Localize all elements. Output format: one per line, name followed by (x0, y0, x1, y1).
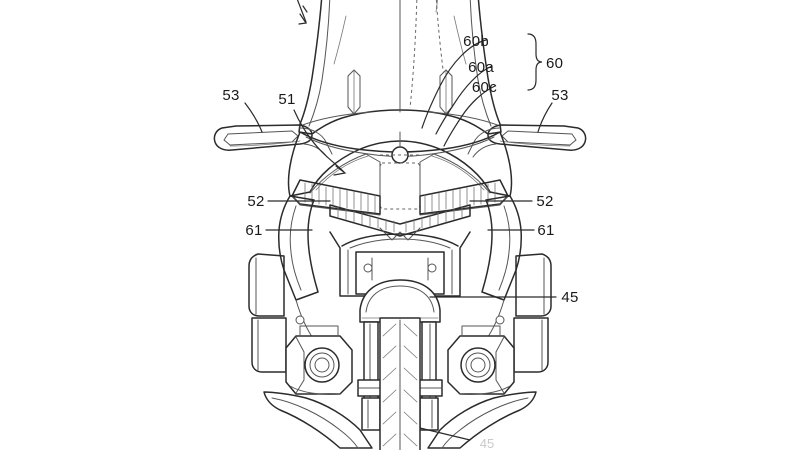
mirror-right-edge (499, 140, 571, 147)
lower-spoiler-left-crease (271, 397, 359, 449)
lower-spoiler-right-crease (441, 397, 529, 449)
cowl-left-chevron (309, 153, 381, 207)
fog-lamp-left-lens-inner (314, 357, 330, 373)
upper-crossbar-bracket (341, 233, 459, 247)
mirror-right-stem-2 (472, 143, 497, 158)
headlight-right-outline (419, 179, 509, 215)
label-60c: 60c (472, 79, 497, 96)
fog-lamp-right-mount-top (461, 325, 501, 337)
leader-53-left (244, 102, 263, 133)
center-duct-panel (355, 251, 445, 295)
leader-53-right (537, 102, 553, 133)
fog-lamp-right-skirt (459, 385, 511, 395)
label-52-right: 52 (536, 193, 553, 210)
fog-lamp-left (285, 315, 353, 395)
lower-light-bar-hatching (337, 206, 463, 233)
mirror-right-stem (467, 127, 501, 155)
side-cowl-right-inner (498, 205, 511, 291)
side-panel-right (515, 253, 552, 317)
side-cowl-left-inner (289, 205, 302, 291)
front-fender (359, 279, 441, 323)
leader-60a (435, 65, 493, 135)
fog-lamp-left-bezel-facet (295, 336, 305, 394)
headlight-right (419, 179, 509, 216)
cowl-right-subcontour (431, 155, 485, 191)
fork-left-axle-bracket (361, 397, 381, 431)
upper-cowl (287, 131, 513, 210)
fog-lamp-left-mount-top (299, 325, 339, 337)
side-panel-left-lower (251, 317, 287, 373)
windscreen-right-crease (469, 0, 492, 127)
duct-bolt-left (363, 263, 373, 273)
fork-left (357, 321, 385, 431)
leader-51-arrowhead (333, 165, 347, 176)
front-fender-crease (365, 285, 435, 313)
windscreen-base-right (427, 111, 501, 127)
leader-bottom-partial (419, 427, 471, 441)
windscreen-inner-left-contour (333, 15, 347, 65)
label-bottom-partial: 45 (480, 436, 494, 450)
windscreen-inner-right-contour (453, 15, 467, 65)
mirror-left-edge (229, 140, 301, 147)
windscreen-vent-slot-right (439, 69, 453, 115)
label-53-right: 53 (551, 87, 568, 104)
lower-spoiler-left (263, 391, 373, 449)
sensor-housing-dashed-box (379, 162, 421, 210)
headlight-left (291, 179, 381, 216)
fork-right-axle-bracket (419, 397, 439, 431)
lower-spoiler (263, 391, 537, 449)
fog-lamp-right-bolt (495, 315, 505, 325)
label-53-left: 53 (222, 87, 239, 104)
mirror-right (467, 124, 587, 158)
fog-lamp-left-bolt (295, 315, 305, 325)
label-61-left: 61 (245, 222, 262, 239)
side-cowl-left-outline (278, 195, 319, 301)
side-cowl-right-outline (481, 195, 522, 301)
label-60a: 60a (468, 59, 494, 76)
leader-60c (443, 85, 496, 147)
leader-60b (421, 39, 487, 129)
label-60: 60 (546, 55, 563, 72)
leader-51 (293, 109, 345, 173)
direction-arrow-top (296, 0, 308, 25)
upper-crossbar-inner (349, 238, 451, 249)
light-bar-chevron-tip (379, 227, 421, 241)
label-52-left: 52 (247, 193, 264, 210)
windscreen-inner-right-contour-2 (435, 0, 438, 13)
fog-lamp-right (447, 315, 515, 395)
tire-tread-pattern (382, 323, 418, 447)
side-panel-right-lower (513, 317, 549, 373)
leader-lines (244, 33, 557, 441)
mirror-left-stem-2 (303, 143, 328, 158)
fog-lamp-left-skirt (289, 385, 341, 395)
fog-lamp-right-lens-inner (470, 357, 486, 373)
brace-60 (527, 33, 543, 91)
lower-light-bar (329, 204, 471, 241)
front-tire (379, 317, 421, 450)
callout-labels: 60b 60a 60c 60 53 53 51 52 52 61 61 45 4… (222, 33, 578, 450)
cowl-right-chevron (419, 153, 491, 207)
duct-bolt-right (427, 263, 437, 273)
windscreen-travel-dash-left (409, 0, 418, 109)
label-60b: 60b (463, 33, 489, 50)
headlight-left-outline (291, 179, 381, 215)
label-51: 51 (278, 91, 295, 108)
fog-lamp-right-bezel-facet (495, 336, 505, 394)
windscreen-vent-slot-left (347, 69, 361, 115)
fork-right (415, 321, 443, 431)
side-panel-left (248, 253, 285, 317)
headlight-right-hatching (424, 182, 496, 214)
windscreen-left-crease (308, 0, 331, 127)
label-61-right: 61 (537, 222, 554, 239)
windscreen-base-left (299, 111, 373, 127)
label-45: 45 (561, 289, 578, 306)
side-cowl-left (248, 195, 319, 373)
lower-light-bar-outline (329, 204, 471, 237)
